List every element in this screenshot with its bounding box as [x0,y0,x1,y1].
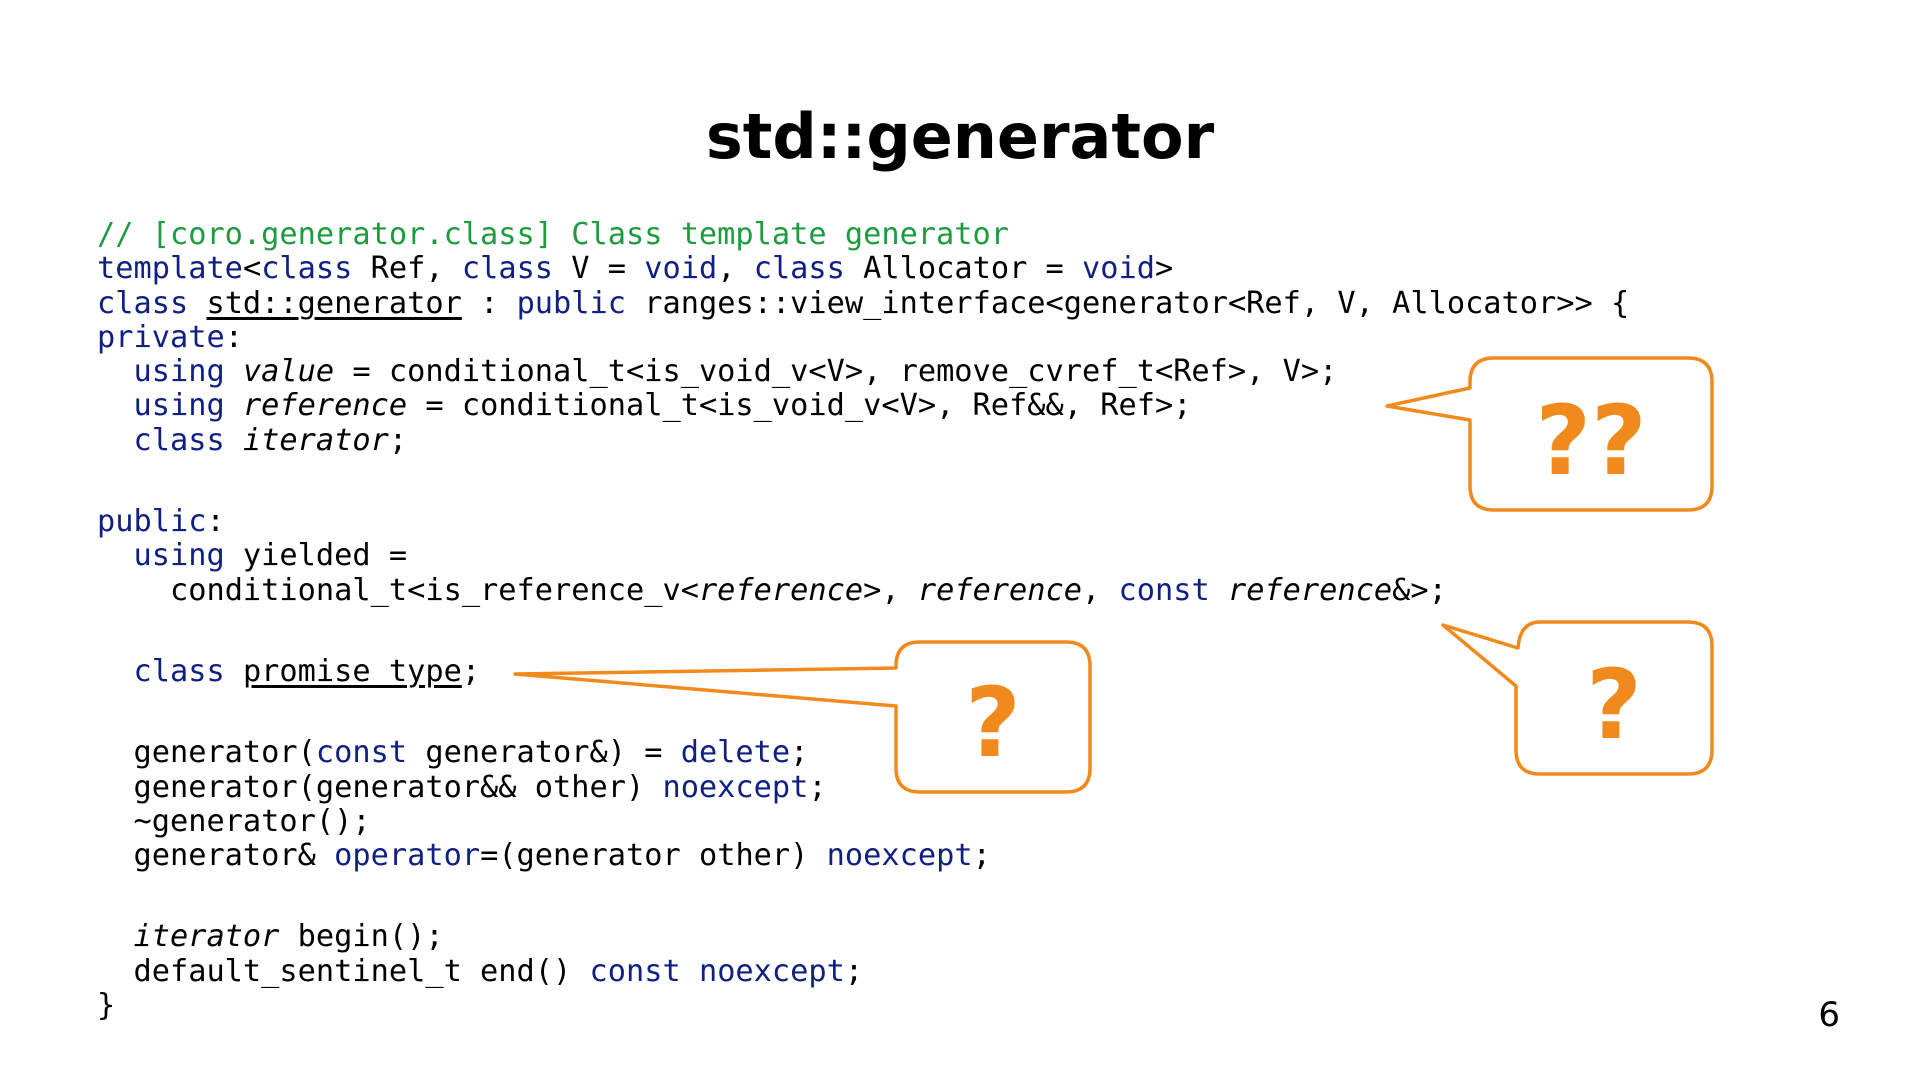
keyword: noexcept [662,769,809,805]
code-text: ; [844,953,864,989]
code-text: V = [553,251,645,287]
code-block: // [coro.generator.class] Class template… [97,217,1630,1024]
code-text: yielded = [224,538,408,574]
class-name-underlined: std::generator [206,285,462,321]
code-text: > [1155,251,1174,287]
promise-type-underlined: promise_type [242,653,462,689]
code-line-using-reference: using reference = conditional_t<is_void_… [97,389,1629,423]
keyword: void [644,251,718,287]
code-line-dtor: ~generator(); [97,803,1629,839]
code-text: generator& [133,838,335,874]
callout-yielded: ? [1441,620,1714,776]
keyword: const [589,953,681,989]
keyword: class [133,653,225,689]
callout-text: ?? [1535,385,1646,497]
code-line-close-brace: } [97,988,1629,1024]
keyword: delete [680,735,791,771]
code-line-end: default_sentinel_t end() const noexcept; [97,953,1629,989]
code-text: ; [808,769,827,805]
code-text: , [1082,572,1119,608]
code-line-yielded-def: conditional_t<is_reference_v<reference>,… [97,572,1629,608]
slide-title: std::generator [705,100,1215,173]
code-line-begin: iterator begin(); [97,920,1629,954]
code-line-class-decl: class std::generator : public ranges::vi… [97,285,1630,321]
callout-promise-type: ? [513,640,1092,794]
callout-text: ? [965,667,1021,779]
keyword: class [261,251,353,287]
code-line-template: template<class Ref, class V = void, clas… [97,252,1629,286]
callout-bubble [1385,356,1714,512]
code-line-public: public: [97,504,1629,540]
exposition-name: reference [242,388,408,424]
code-text: &>; [1392,572,1447,608]
code-text: ; [388,422,408,458]
exposition-name: value [242,354,335,390]
code-text: begin(); [279,919,444,955]
code-text: = conditional_t<is_void_v<V>, Ref&&, Ref… [407,388,1192,424]
code-text: Allocator = [844,251,1083,287]
callout-text: ? [1586,649,1642,761]
code-text: conditional_t<is_reference_v< [169,572,699,608]
code-text: ; [461,653,481,689]
code-text: } [97,988,116,1024]
code-text: >, [863,572,918,608]
keyword: public [516,285,627,321]
code-text: generator( [133,735,316,771]
keyword: noexcept [826,838,973,874]
exposition-name: reference [1227,572,1393,608]
code-line-assign: generator& operator=(generator other) no… [97,839,1629,873]
code-line-move-ctor: generator(generator&& other) noexcept; [97,769,1629,805]
code-text: ; [972,838,991,874]
code-text: Ref, [352,251,462,287]
keyword: const [315,735,408,771]
code-text: ~generator(); [133,803,371,839]
keyword: class [753,251,845,287]
code-text: : [461,285,517,321]
exposition-name: reference [917,572,1083,608]
keyword: template [97,251,243,287]
callout-bubble [513,640,1092,794]
keyword: class [133,422,225,458]
code-comment: // [coro.generator.class] Class template… [97,217,1010,252]
code-text: ; [790,735,809,771]
code-line-using-yielded: using yielded = [97,539,1629,573]
keyword: noexcept [698,953,845,989]
exposition-name: iterator [133,919,280,955]
code-text: = conditional_t<is_void_v<V>, remove_cvr… [334,354,1338,390]
code-text: : [206,504,225,540]
keyword: private [97,319,225,355]
code-line-copy-ctor: generator(const generator&) = delete; [97,736,1629,770]
code-text: : [224,319,243,355]
exposition-name: iterator [242,422,389,458]
keyword: using [133,388,225,424]
code-text: , [717,251,754,287]
keyword: using [133,354,225,390]
page-number: 6 [1818,995,1840,1035]
code-line-promise-type: class promise_type; [97,653,1629,689]
code-line-private: private: [97,319,1629,355]
callout-value-reference: ?? [1385,356,1714,512]
keyword: class [461,251,554,287]
keyword: operator [334,838,481,874]
keyword: void [1082,251,1155,287]
keyword: public [97,504,207,540]
callout-bubble [1441,620,1714,776]
code-text: generator(generator&& other) [133,769,663,805]
code-line-comment: // [coro.generator.class] Class template… [97,217,1629,252]
keyword: class [97,285,189,321]
keyword: const [1118,572,1210,608]
code-text: ranges::view_interface<generator<Ref, V,… [626,285,1630,321]
code-text: generator&) = [407,735,681,771]
keyword: using [133,538,225,574]
exposition-name: reference [698,572,864,608]
code-line-class-iterator: class iterator; [97,422,1629,458]
code-text: =(generator other) [480,838,827,874]
code-text: default_sentinel_t end() [133,953,590,989]
code-line-using-value: using value = conditional_t<is_void_v<V>… [97,355,1629,389]
code-text: < [242,251,262,287]
